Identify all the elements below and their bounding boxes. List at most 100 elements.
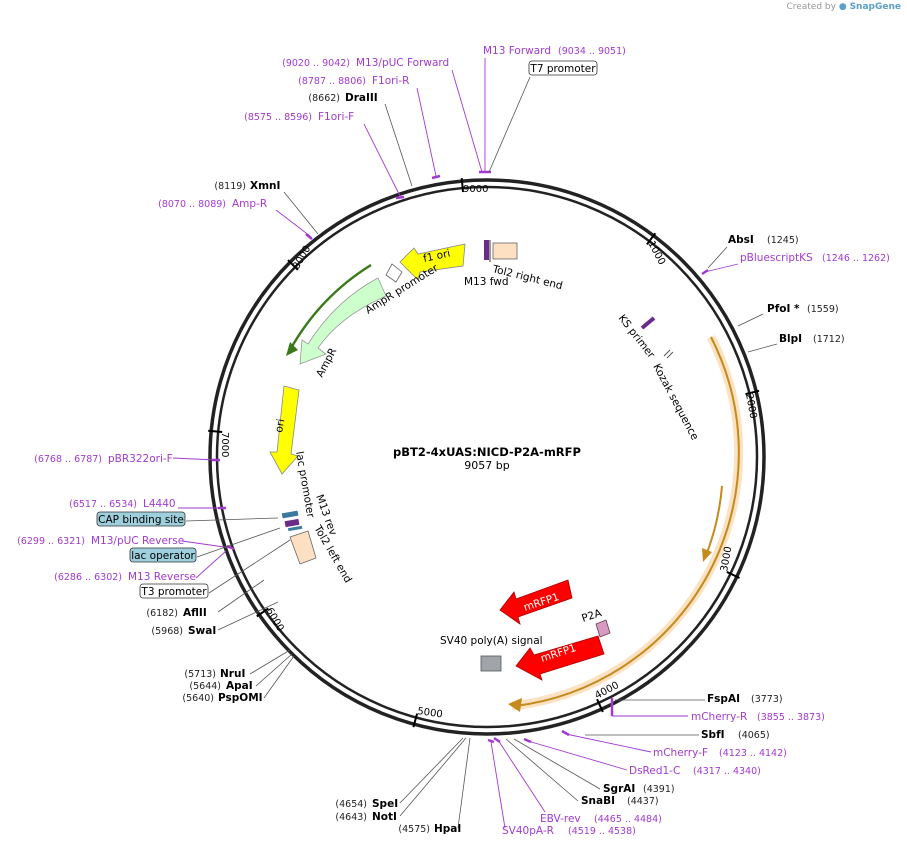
enzyme-pos-xmni: (8119) — [214, 181, 246, 192]
cap-site-marker — [284, 518, 300, 528]
backbone-outer-ring — [208, 178, 766, 736]
ori-arrow — [269, 385, 300, 475]
leader-snabi — [505, 738, 579, 802]
tick-mark-8000 — [287, 259, 299, 271]
tol2-left-box — [289, 530, 317, 565]
enzyme-absi: AbsI — [728, 234, 754, 246]
primer-f1orir: F1ori-R — [372, 75, 409, 87]
ori-label: ori — [273, 418, 287, 434]
enzyme-aflii: AflII — [183, 607, 207, 619]
primer-pos-ampr: (8070 .. 8089) — [158, 199, 226, 210]
enzyme-pos-aflii: (6182) — [146, 608, 178, 619]
ampr-promoter-arrow — [385, 263, 403, 283]
enzyme-pos-noti: (4643) — [335, 812, 367, 823]
leader-blpi — [747, 343, 778, 353]
tol2-right-box — [492, 242, 518, 260]
box-label-capbindingsite: CAP binding site — [98, 514, 184, 526]
primer-pos-pbr322orif: (6768 .. 6787) — [34, 454, 102, 465]
primer-mark-dsred1c — [523, 737, 532, 744]
box-t7promoter — [528, 60, 598, 76]
enzyme-pos-fspai: (3773) — [751, 694, 783, 705]
tick-mark-5000 — [412, 713, 419, 728]
leader-pfoi — [737, 313, 764, 327]
primer-sv40par: SV40pA-R — [502, 825, 554, 837]
backbone-inner-ring — [215, 185, 759, 729]
primer-mark-mcherryf — [561, 729, 570, 737]
tick-label-3000: 3000 — [719, 546, 734, 573]
plasmid-length: 9057 bp — [464, 459, 509, 472]
enzyme-pos-swai: (5968) — [151, 626, 183, 637]
tick-label-5000: 5000 — [417, 706, 444, 720]
primer-m13pucforward: M13/pUC Forward — [356, 57, 449, 69]
tick-label-7000: 7000 — [219, 432, 230, 457]
primer-pos-sv40par: (4519 .. 4538) — [568, 826, 636, 837]
tick-mark-4000 — [596, 698, 604, 713]
leader-f1orif — [363, 123, 401, 197]
leader-swai — [217, 601, 279, 631]
enzyme-pos-sgrai: (4391) — [643, 784, 675, 795]
leader-pspomi — [263, 655, 295, 699]
primer-pos-mcherryr: (3855 .. 3873) — [757, 712, 825, 723]
m13-fwd-label: M13 fwd — [464, 276, 509, 288]
primer-mark-ampr — [305, 233, 313, 240]
enzyme-pos-absi: (1245) — [767, 235, 799, 246]
leader-hpai — [457, 737, 471, 829]
orf-arc-2-arrowhead — [702, 548, 712, 562]
credit-brand: SnapGene — [849, 2, 901, 12]
tick-label-9000: 9000 — [463, 184, 488, 195]
ks-primer-marker — [640, 316, 656, 330]
enzyme-pos-nrui: (5713) — [184, 669, 216, 680]
primer-pos-m13pucreverse: (6299 .. 6321) — [17, 536, 85, 547]
primer-mark-sv40par — [487, 738, 495, 744]
leader-pbluescriptks — [704, 263, 739, 273]
enzyme-hpai: HpaI — [434, 823, 461, 835]
enzyme-nrui: NruI — [220, 668, 245, 680]
leader-m13pucreverse — [181, 540, 232, 549]
primer-pos-pbluescriptks: (1246 .. 1262) — [822, 253, 890, 264]
enzyme-pfoi: PfoI * — [767, 303, 800, 315]
tick-mark-9000 — [460, 178, 465, 193]
lac-promoter-label: lac promoter — [293, 450, 317, 519]
primer-pbluescriptks: pBluescriptKS — [740, 252, 813, 264]
box-label-lacoperator: lac operator — [131, 550, 195, 562]
sv40-marker — [480, 655, 502, 672]
primer-pos-mcherryf: (4123 .. 4142) — [719, 748, 787, 759]
enzyme-pos-blpi: (1712) — [813, 334, 845, 345]
snapgene-logo-icon: ● — [838, 2, 847, 12]
mrfp1-arrow-b — [515, 635, 605, 681]
tick-mark-1000 — [646, 232, 657, 246]
box-t3promoter — [139, 583, 209, 599]
kozak-label: Kozak sequence — [650, 362, 700, 442]
tick-label-2000: 2000 — [743, 393, 758, 420]
tick-mark-3000 — [726, 571, 740, 579]
leader-m13reverse — [195, 550, 227, 579]
f1-ori-arrow — [399, 243, 466, 281]
lac-operator-marker — [287, 525, 303, 532]
enzyme-pspomi: PspOMI — [218, 692, 263, 704]
enzyme-sbfi: SbfI — [701, 729, 725, 741]
leader-ebvrev — [497, 739, 546, 813]
leader-capbindingsite — [185, 517, 279, 522]
leader-absi — [707, 246, 728, 269]
leader-m13pucforward — [451, 69, 483, 173]
primer-pos-m13reverse: (6286 .. 6302) — [54, 572, 122, 583]
enzyme-sgrai: SgrAI — [603, 783, 635, 795]
p2a-marker — [595, 619, 611, 638]
leader-xmni — [283, 191, 319, 235]
primer-pos-f1orif: (8575 .. 8596) — [244, 112, 312, 123]
leader-nrui — [249, 649, 291, 675]
leader-mcherryf — [565, 733, 652, 753]
tick-mark-6000 — [256, 607, 269, 618]
m13-fwd-marker — [484, 240, 489, 260]
primer-pos-ebvrev: (4465 .. 4484) — [594, 814, 662, 825]
primer-mark-ebvrev — [493, 736, 501, 744]
enzyme-fspai: FspAI — [707, 693, 740, 705]
ampr-arc-arrowhead — [286, 342, 298, 356]
tick-mark-7000 — [208, 429, 223, 434]
primer-m13forward: M13 Forward — [483, 45, 551, 57]
primer-l4440: L4440 — [143, 498, 176, 510]
leader-draiii — [384, 103, 413, 187]
leader-t7promoter — [488, 76, 531, 173]
leader-ampr — [275, 209, 311, 237]
